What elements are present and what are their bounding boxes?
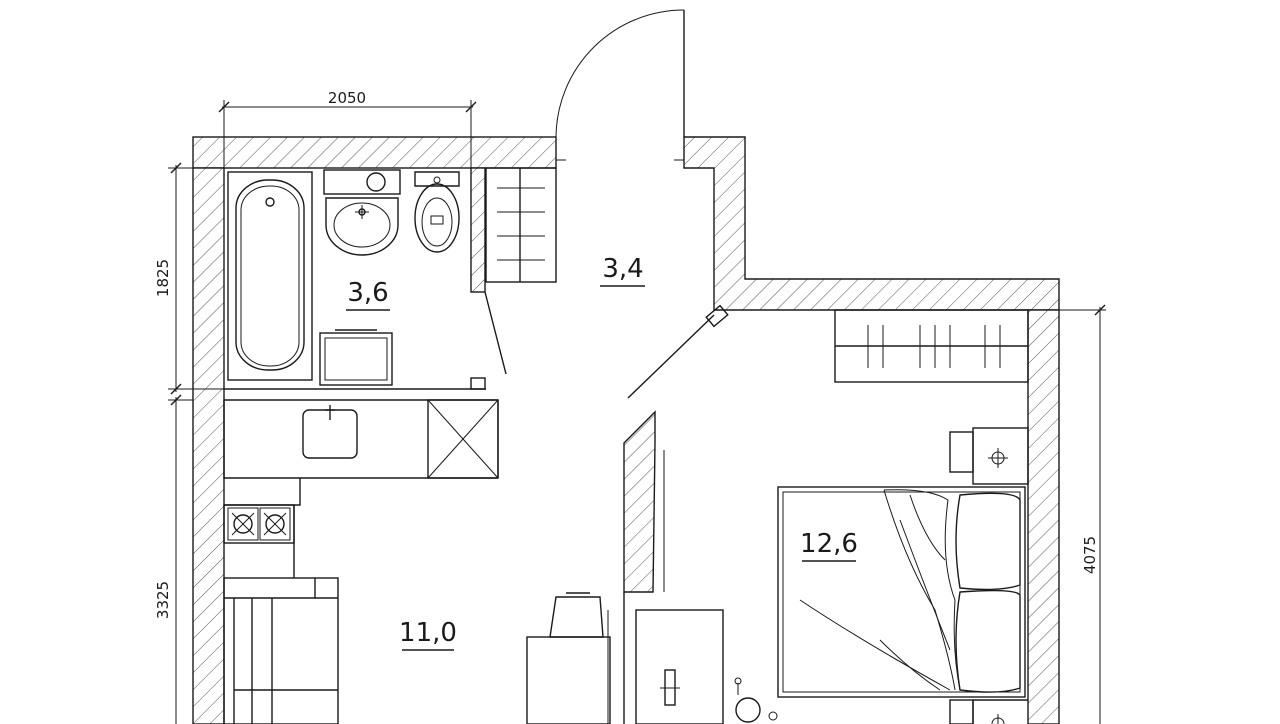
bedroom-wardrobe [834, 309, 1029, 383]
room-area-kitchen-living: 11,0 [399, 618, 457, 648]
dimension-left-upper: 1825 [154, 259, 172, 297]
room-area-bathroom: 3,6 [347, 278, 388, 308]
kitchen-counter [223, 399, 499, 506]
dimension-left-lower: 3325 [154, 581, 172, 619]
walls [192, 136, 1060, 724]
double-bed [777, 486, 1026, 698]
entrance-door [555, 9, 685, 161]
hall-wardrobe [485, 167, 557, 283]
room-area-bedroom: 12,6 [800, 529, 858, 559]
toilet [414, 171, 460, 253]
desk [635, 609, 724, 724]
wall-top-left [192, 136, 557, 169]
wall-left [192, 167, 225, 724]
wall-bath-partition [470, 167, 486, 293]
dimension-top-width: 2050 [328, 89, 366, 107]
sofa [223, 577, 339, 724]
room-area-hall: 3,4 [602, 254, 643, 284]
bathroom-door [484, 291, 507, 375]
bathroom-sink [323, 169, 401, 256]
wall-bedroom-partition [623, 410, 656, 593]
dining-table [526, 592, 611, 724]
dimension-right-height: 4075 [1081, 536, 1099, 574]
wall-right [1027, 309, 1060, 724]
cooktop [223, 504, 295, 578]
desk-chair [734, 677, 778, 723]
nightstand-top [949, 427, 1029, 485]
wall-top-right [683, 136, 1060, 311]
dimension-lines [168, 100, 1106, 724]
nightstand-bottom [949, 699, 1028, 724]
washing-machine [319, 329, 393, 386]
bedroom-door [627, 304, 729, 399]
bathtub [227, 171, 313, 381]
kitchen-sink [302, 405, 358, 459]
